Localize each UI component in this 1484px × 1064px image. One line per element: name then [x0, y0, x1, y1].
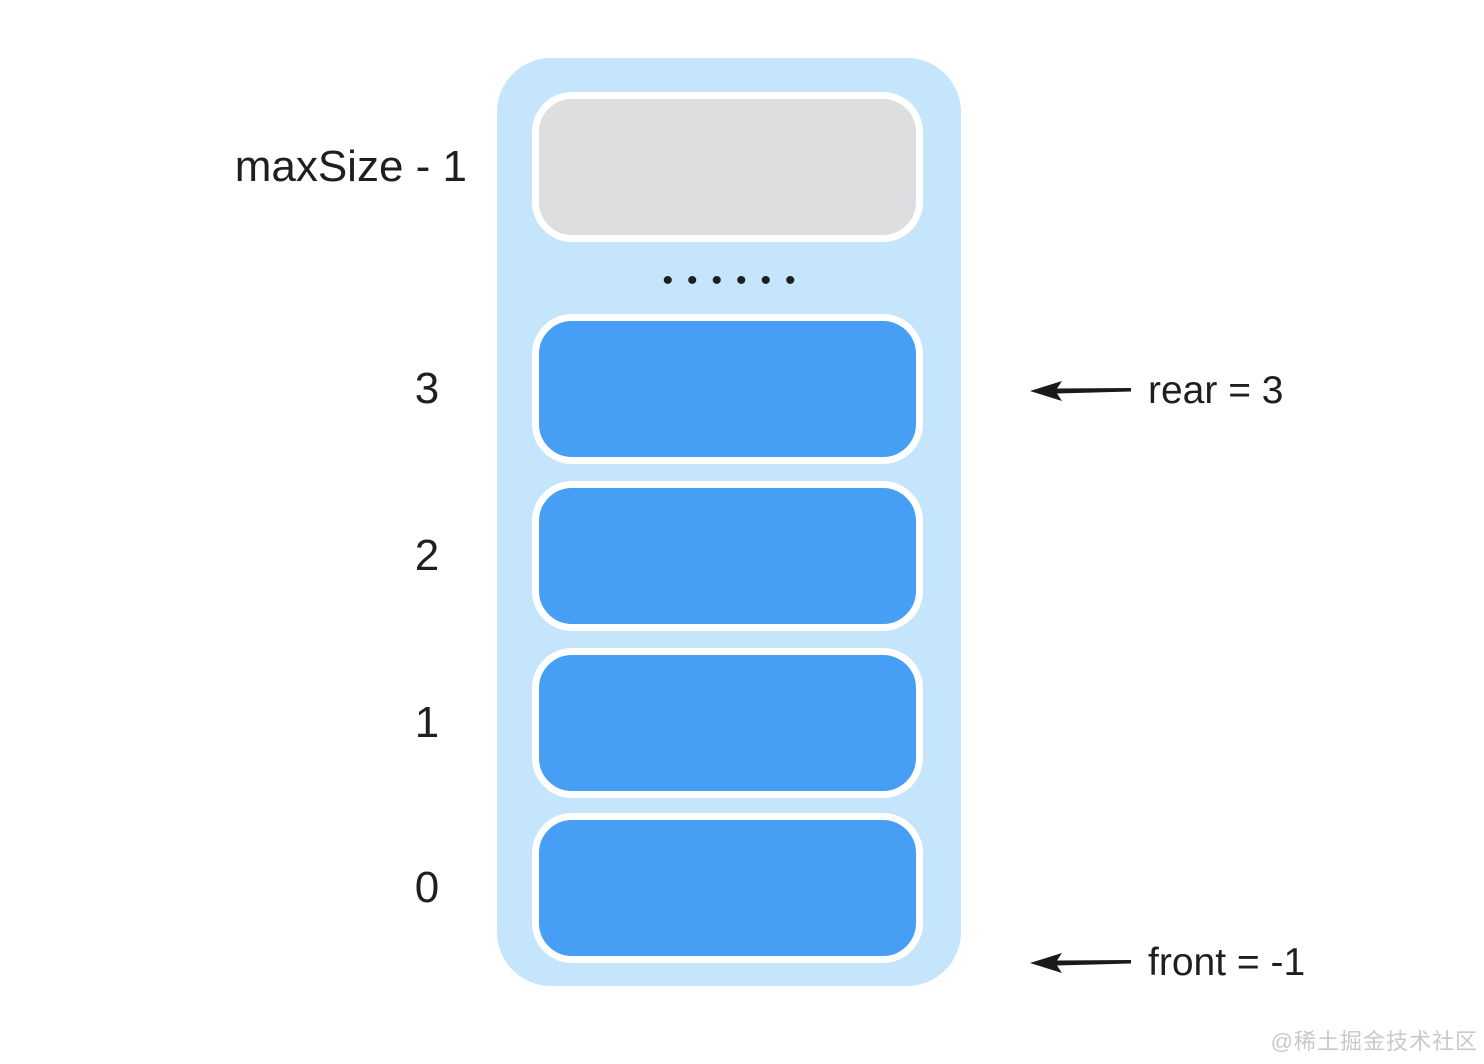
label-index-1: 1 [414, 698, 440, 747]
left-arrow-icon [1030, 381, 1131, 401]
rear-pointer: rear = 3 [1028, 369, 1284, 413]
label-maxsize-minus-1: maxSize - 1 [234, 142, 467, 191]
ellipsis-dots: •••••• [662, 264, 810, 297]
queue-container: •••••• [497, 58, 961, 986]
front-pointer-label: front = -1 [1148, 941, 1306, 984]
left-arrow-icon [1030, 953, 1131, 973]
slot-2-filled [532, 481, 923, 631]
label-index-2: 2 [414, 531, 440, 580]
slot-0-filled [532, 813, 923, 963]
slot-maxsize-empty [532, 92, 923, 242]
label-index-3: 3 [414, 364, 440, 413]
slot-3-filled [532, 314, 923, 464]
slot-1-filled [532, 648, 923, 798]
watermark: @稀土掘金技术社区 [1270, 1029, 1478, 1054]
label-index-0: 0 [414, 863, 440, 912]
front-pointer: front = -1 [1028, 941, 1305, 985]
rear-pointer-label: rear = 3 [1148, 369, 1284, 412]
